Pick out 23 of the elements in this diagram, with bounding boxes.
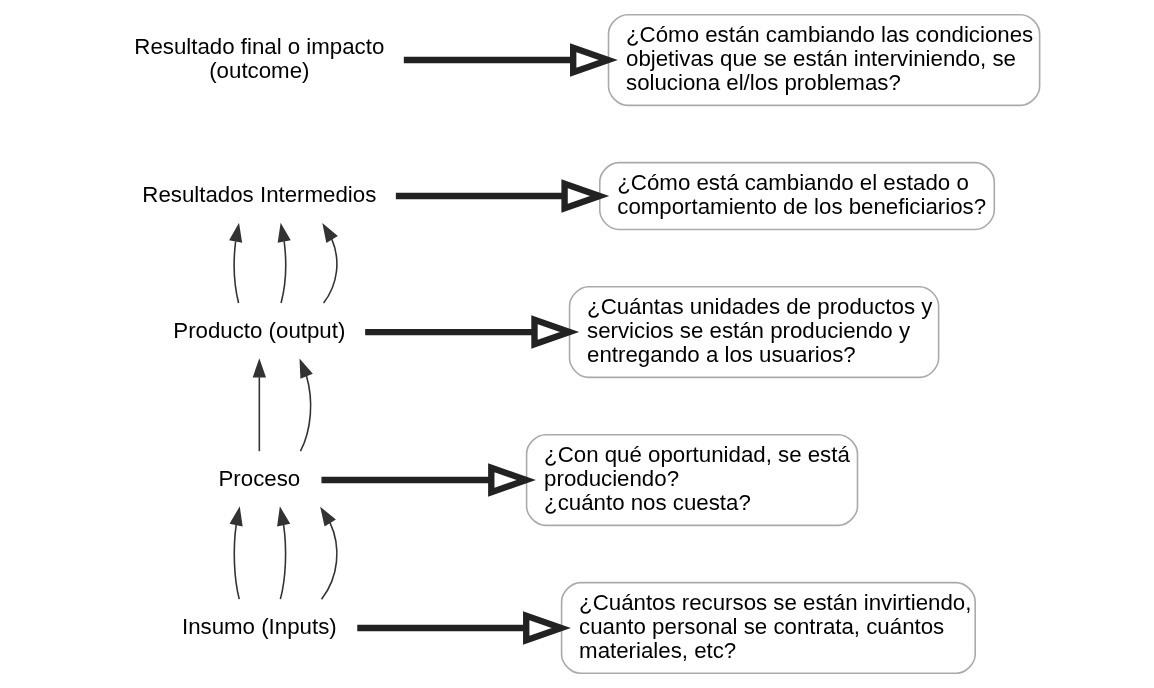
node-box: ¿Cómo está cambiando el estado o comportamiento de los beneficiarios? xyxy=(598,161,995,231)
node-box: ¿Cómo están cambiando las condiciones objetivas que se están interviniendo, se soluciona el/los problemas? xyxy=(607,13,1040,107)
arrow xyxy=(319,506,338,600)
node-box: ¿Con qué oportunidad, se está produciendo? ¿cuánto nos cuesta? xyxy=(525,433,858,527)
arrow xyxy=(228,222,242,304)
arrow xyxy=(252,358,266,452)
node-text: Resultado final o impacto (outcome) xyxy=(133,33,384,83)
node-text: Proceso xyxy=(217,465,300,491)
node-text: Resultados Intermedios xyxy=(141,181,376,207)
node-text: Producto (output) xyxy=(172,317,345,343)
arrow xyxy=(276,506,290,600)
node-text: Insumo (Inputs) xyxy=(181,613,337,639)
node-box: ¿Cuántas unidades de productos y servicios se están produciendo y entregando a los usuarios? xyxy=(568,285,939,379)
arrow xyxy=(321,223,338,304)
arrow xyxy=(356,611,571,645)
arrow xyxy=(364,315,579,349)
arrow xyxy=(395,179,609,213)
arrow xyxy=(277,222,291,304)
arrow xyxy=(299,358,313,452)
node-box: ¿Cuántos recursos se están invirtiendo, cuanto personal se contrata, cuántos materiales, etc? xyxy=(560,581,976,675)
arrow xyxy=(403,43,618,77)
arrow xyxy=(320,463,536,497)
arrow xyxy=(229,506,243,600)
